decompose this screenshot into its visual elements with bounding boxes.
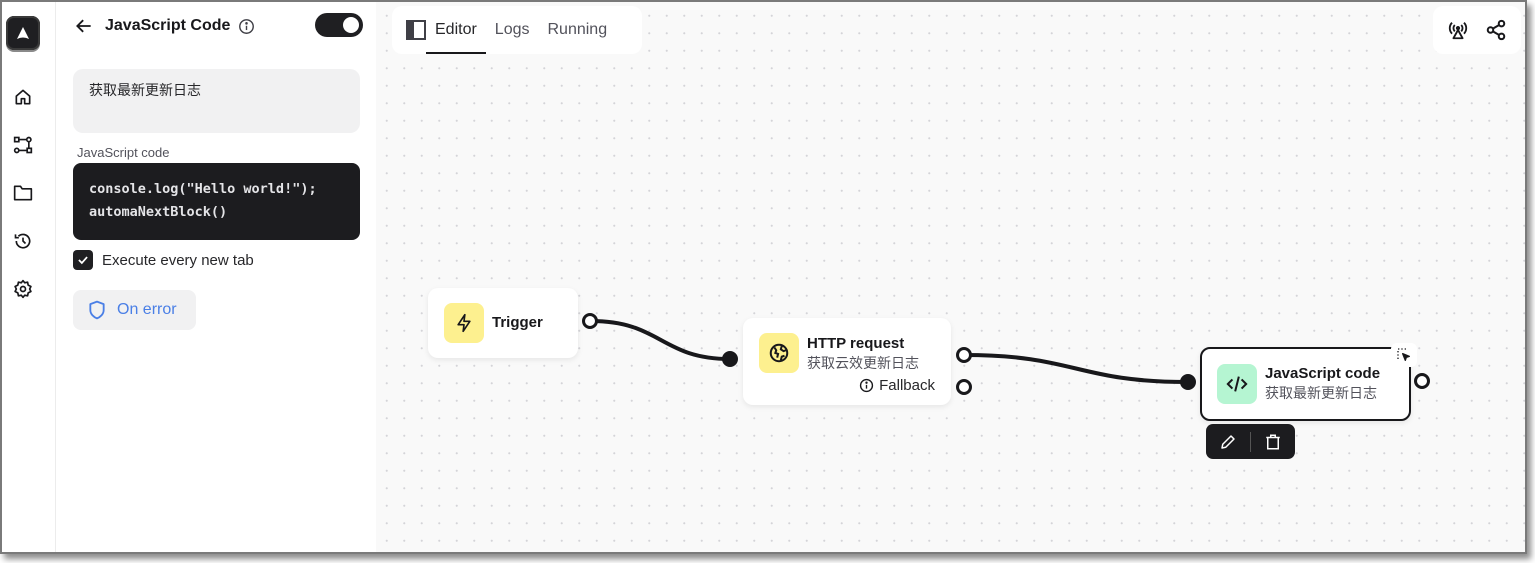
history-icon (14, 233, 31, 249)
panel-header: JavaScript Code (73, 12, 363, 40)
sidebar-icon (406, 20, 426, 40)
edge-trigger-http (590, 319, 731, 361)
block-edit-panel: JavaScript Code 获取最新更新日志 JavaScript code… (57, 2, 376, 552)
trigger-output-handle[interactable] (582, 313, 598, 329)
delete-node-button[interactable] (1251, 424, 1295, 459)
node-title: HTTP request (807, 335, 905, 352)
http-fallback-handle[interactable] (956, 379, 972, 395)
toggle-sidebar-button[interactable] (406, 20, 426, 40)
code-line: console.log("Hello world!"); (89, 181, 317, 197)
share-button[interactable] (1484, 18, 1508, 42)
code-editor[interactable]: console.log("Hello world!"); automaNextB… (73, 163, 360, 240)
lightning-icon (457, 313, 471, 333)
arrow-left-icon (76, 19, 91, 33)
workflow-icon (13, 136, 33, 154)
back-button[interactable] (73, 15, 95, 37)
node-icon-bg (1217, 364, 1257, 404)
node-subtitle: 获取最新更新日志 (1265, 386, 1377, 402)
on-error-button[interactable]: On error (73, 290, 196, 330)
node-icon-bg (759, 333, 799, 373)
http-input-handle[interactable] (722, 351, 738, 367)
gear-icon (14, 279, 32, 299)
node-subtitle: 获取云效更新日志 (807, 356, 919, 372)
on-error-label: On error (117, 301, 177, 318)
code-line: automaNextBlock() (89, 204, 228, 220)
panel-title: JavaScript Code (105, 17, 231, 34)
home-icon (15, 89, 31, 105)
js-output-handle[interactable] (1414, 373, 1430, 389)
app-window: JavaScript Code 获取最新更新日志 JavaScript code… (0, 0, 1527, 554)
code-label: JavaScript code (77, 145, 170, 160)
tab-editor[interactable]: Editor (426, 6, 486, 54)
globe-icon (769, 343, 789, 363)
tab-logs[interactable]: Logs (494, 21, 530, 38)
edit-node-button[interactable] (1206, 424, 1250, 459)
checkbox-checked[interactable] (73, 250, 93, 270)
execute-every-new-tab-checkbox[interactable]: Execute every new tab (73, 250, 254, 270)
tab-running[interactable]: Running (547, 21, 608, 38)
node-title: JavaScript code (1265, 365, 1381, 382)
share-icon (1486, 19, 1506, 41)
checkbox-label: Execute every new tab (102, 251, 254, 269)
pencil-icon (1221, 434, 1235, 449)
logo-icon (17, 27, 29, 39)
node-trigger[interactable]: Trigger (428, 288, 578, 358)
block-enabled-toggle[interactable] (315, 13, 363, 37)
fallback-label: Fallback (859, 377, 935, 394)
nav-workflows[interactable] (12, 134, 34, 156)
toolbar-divider (1250, 431, 1251, 452)
nav-rail (2, 2, 56, 552)
nav-storage[interactable] (12, 182, 34, 204)
select-cursor-icon (1397, 348, 1410, 361)
folder-icon (13, 185, 33, 201)
node-javascript-code[interactable]: JavaScript code 获取最新更新日志 (1200, 343, 1417, 421)
nav-logs[interactable] (12, 230, 34, 252)
edges (590, 319, 1189, 384)
node-http-request[interactable]: HTTP request 获取云效更新日志 Fallback (743, 318, 951, 405)
broadcast-icon (1448, 22, 1468, 40)
broadcast-button[interactable] (1446, 18, 1470, 42)
check-icon (78, 256, 88, 265)
js-input-handle[interactable] (1180, 374, 1196, 390)
edge-http-js (963, 353, 1189, 384)
trash-icon (1266, 434, 1280, 449)
node-toolbar (1206, 424, 1295, 459)
select-node-button[interactable] (1391, 343, 1417, 367)
app-logo[interactable] (6, 16, 40, 50)
editor-tabs: Editor Logs Running (392, 6, 642, 54)
info-icon[interactable] (238, 18, 255, 35)
node-title: Trigger (492, 314, 543, 331)
workflow-canvas[interactable]: Editor Logs Running Trigger (376, 2, 1525, 552)
node-icon-bg (444, 303, 484, 343)
nav-home[interactable] (12, 86, 34, 108)
canvas-actions (1433, 6, 1521, 54)
nav-settings[interactable] (12, 278, 34, 300)
shield-icon (89, 300, 105, 320)
info-icon (860, 378, 874, 393)
http-output-handle[interactable] (956, 347, 972, 363)
description-input[interactable]: 获取最新更新日志 (73, 69, 360, 133)
code-icon (1226, 376, 1248, 392)
